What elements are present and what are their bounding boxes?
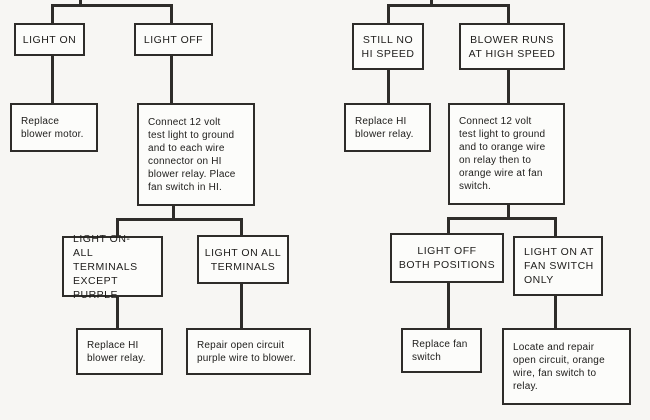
connector-line bbox=[507, 4, 510, 23]
connector-line bbox=[170, 56, 173, 103]
connector-line bbox=[240, 218, 243, 235]
connector-line bbox=[240, 284, 243, 328]
node-repair-open-circuit-purple-wire: Repair open circuit purple wire to blowe… bbox=[186, 328, 311, 375]
node-locate-repair-orange-wire: Locate and repair open circuit, orange w… bbox=[502, 328, 631, 405]
connector-line bbox=[79, 0, 82, 6]
node-replace-hi-blower-relay-left: Replace HI blower relay. bbox=[76, 328, 163, 375]
connector-line bbox=[387, 4, 510, 7]
connector-line bbox=[51, 4, 173, 7]
connector-line bbox=[387, 4, 390, 23]
connector-line bbox=[447, 283, 450, 328]
node-connect-test-light-orange-wire: Connect 12 volt test light to ground and… bbox=[448, 103, 565, 205]
connector-line bbox=[507, 70, 510, 103]
connector-line bbox=[116, 218, 119, 236]
connector-line bbox=[170, 4, 173, 23]
connector-line bbox=[447, 217, 557, 220]
connector-line bbox=[554, 296, 557, 328]
connector-line bbox=[447, 217, 450, 236]
connector-line bbox=[387, 70, 390, 103]
connector-line bbox=[116, 218, 243, 221]
node-light-on: LIGHT ON bbox=[14, 23, 85, 56]
connector-line bbox=[116, 297, 119, 328]
node-blower-runs-at-high-speed: BLOWER RUNS AT HIGH SPEED bbox=[459, 23, 565, 70]
connector-line bbox=[172, 206, 175, 220]
node-replace-hi-blower-relay-right: Replace HI blower relay. bbox=[344, 103, 431, 152]
connector-line bbox=[430, 0, 433, 6]
node-connect-test-light-each-wire: Connect 12 volt test light to ground and… bbox=[137, 103, 255, 206]
connector-line bbox=[507, 205, 510, 218]
node-light-on-all-terminals-except-purple: LIGHT ON- ALL TERMINALS EXCEPT PURPLE bbox=[62, 233, 163, 301]
node-still-no-hi-speed: STILL NO HI SPEED bbox=[352, 23, 424, 70]
node-light-on-at-fan-switch-only: LIGHT ON AT FAN SWITCH ONLY bbox=[513, 236, 603, 296]
node-replace-blower-motor: Replace blower motor. bbox=[10, 103, 98, 152]
connector-line bbox=[51, 4, 54, 23]
connector-line bbox=[554, 217, 557, 236]
node-light-on-all-terminals: LIGHT ON ALL TERMINALS bbox=[197, 235, 289, 284]
node-replace-fan-switch: Replace fan switch bbox=[401, 328, 482, 373]
node-light-off-both-positions: LIGHT OFF BOTH POSITIONS bbox=[390, 233, 504, 283]
connector-line bbox=[51, 56, 54, 103]
node-light-off: LIGHT OFF bbox=[134, 23, 213, 56]
